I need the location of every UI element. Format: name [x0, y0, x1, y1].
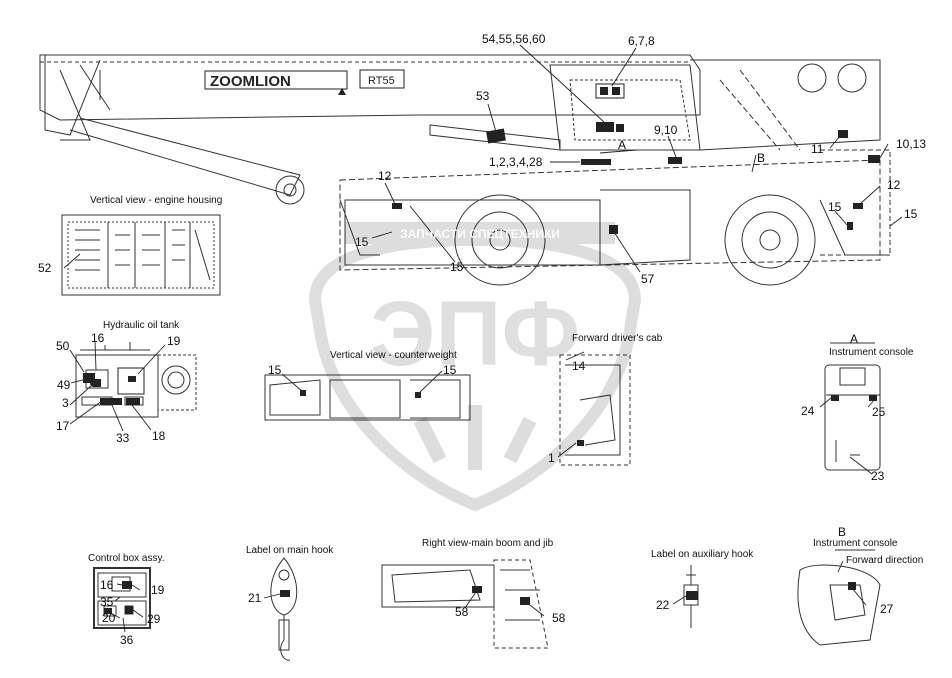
section-b-heading: B: [838, 525, 847, 539]
callout: 29: [147, 612, 161, 626]
callout: 15: [268, 363, 282, 377]
control-box-outline: [93, 567, 151, 629]
section-a-heading: A: [850, 332, 859, 346]
callout: 49: [57, 378, 71, 392]
callout: 14: [572, 359, 586, 373]
callout: 58: [455, 605, 469, 619]
callout: 54,55,56,60: [482, 32, 546, 46]
view-title-counterweight: Vertical view - counterweight: [330, 350, 457, 361]
callout: 52: [38, 261, 52, 275]
watermark-letters: ЭПФ: [370, 283, 580, 385]
view-title-console-a: Instrument console: [829, 347, 914, 358]
callout: 12: [378, 169, 392, 183]
view-title-engine-housing: Vertical view - engine housing: [90, 195, 223, 206]
callout: A: [618, 138, 627, 152]
engine-housing-outline: [61, 214, 221, 296]
callout: 18: [152, 429, 166, 443]
brand-model: RT55: [368, 75, 395, 87]
forward-direction-label: Forward direction: [846, 555, 924, 566]
callout: 33: [116, 431, 130, 445]
callout: 57: [641, 272, 655, 286]
callout: 15: [904, 207, 918, 221]
callout: 35: [100, 595, 114, 609]
callout: 20: [102, 611, 116, 625]
callout: 19: [167, 334, 181, 348]
wheel-front: [454, 194, 546, 286]
brand-logo: [204, 69, 405, 95]
callout: 16: [100, 578, 114, 592]
console-a-outline: [824, 364, 881, 471]
callout: 25: [872, 405, 886, 419]
watermark-shield: [308, 222, 642, 512]
callout: 24: [801, 404, 815, 418]
callout: B: [757, 151, 766, 165]
callout: 15: [828, 200, 842, 214]
main-boom-outline: [39, 54, 701, 121]
brand-name: ZOOMLION: [210, 73, 291, 90]
counterweight-outline: [264, 374, 471, 421]
watermark-banner: ЗАПЧАСТИ СПЕЦТЕХНИКИ: [400, 227, 560, 241]
console-b-outline: [797, 564, 881, 646]
callout: 16: [91, 331, 105, 345]
main-hook-outline: [270, 557, 298, 616]
callout: 10,13: [896, 137, 927, 151]
callout: 1,2,3,4,28: [489, 155, 543, 169]
callout: 36: [120, 633, 134, 647]
view-title-hydraulic-tank: Hydraulic oil tank: [103, 320, 180, 331]
callout: 27: [880, 602, 894, 616]
callout: 21: [248, 591, 262, 605]
callout: 15: [450, 260, 464, 274]
wheel-rear: [724, 194, 816, 286]
callout: 3: [62, 396, 69, 410]
callout: 17: [56, 419, 70, 433]
view-title-console-b: Instrument console: [813, 538, 898, 549]
callout: 11: [811, 142, 824, 156]
callout: 6,7,8: [628, 34, 655, 48]
callout: 15: [355, 235, 369, 249]
view-title-boom-jib: Right view-main boom and jib: [422, 538, 554, 549]
callout: 58: [552, 611, 566, 625]
view-title-aux-hook: Label on auxiliary hook: [651, 549, 754, 560]
callout: 53: [476, 89, 490, 103]
view-title-control-box: Control box assy.: [88, 553, 165, 564]
callout: 12: [887, 178, 901, 192]
callout: 50: [56, 339, 70, 353]
leader-lines: [63, 44, 903, 633]
callout: 1: [548, 451, 555, 465]
callout: 15: [443, 363, 457, 377]
view-title-drivers-cab: Forward driver's cab: [572, 333, 663, 344]
hydraulic-tank-outline: [75, 354, 159, 418]
callout: 9,10: [654, 123, 678, 137]
chassis-outline: [339, 159, 881, 271]
callout: 19: [151, 583, 165, 597]
view-title-main-hook: Label on main hook: [246, 545, 334, 556]
luffing-arm: [69, 117, 301, 196]
callout: 22: [656, 598, 670, 612]
callout: 23: [871, 469, 885, 483]
